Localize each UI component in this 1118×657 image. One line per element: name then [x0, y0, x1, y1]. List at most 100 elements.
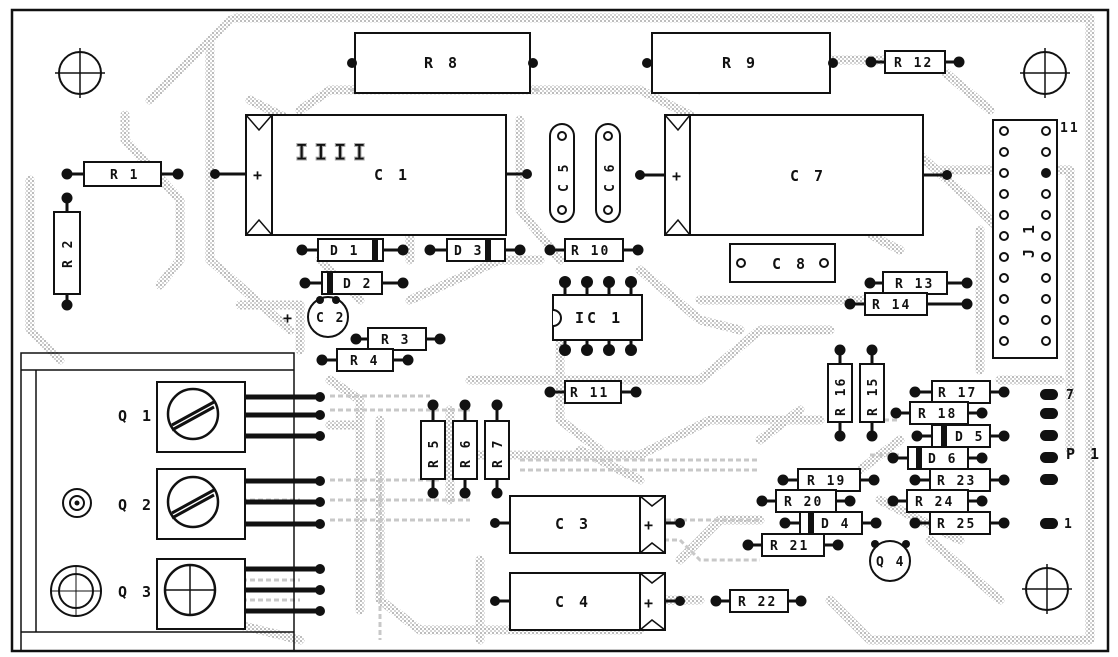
capacitor-c6: [595, 123, 621, 223]
label-c7-plus: +: [672, 167, 684, 185]
label-d2: D 2: [343, 277, 372, 292]
label-r13: R 13: [895, 277, 934, 292]
capacitor-c1: IIII: [210, 114, 532, 236]
label-r21: R 21: [770, 539, 809, 554]
transistor-q4: [869, 540, 911, 582]
transistor-q2: [156, 468, 325, 540]
resistor-r8: [347, 32, 538, 94]
connector-j1: [992, 119, 1058, 359]
label-r24: R 24: [915, 495, 954, 510]
label-q1: Q 1: [118, 407, 154, 425]
svg-text:IIII: IIII: [295, 141, 372, 166]
resistor-r13: [864, 271, 973, 295]
resistor-r5: [420, 399, 446, 499]
label-r5: R 5: [427, 439, 442, 468]
label-d6: D 6: [928, 452, 957, 467]
label-c1: C 1: [374, 166, 410, 184]
capacitor-c4: [490, 572, 685, 631]
resistor-r10: [544, 238, 644, 262]
label-c3-plus: +: [644, 516, 656, 534]
label-r17: R 17: [938, 386, 977, 401]
label-r15: R 15: [866, 377, 881, 416]
label-p1: P 1: [1066, 445, 1102, 463]
label-r16: R 16: [834, 377, 849, 416]
resistor-r6: [452, 399, 478, 499]
label-r11: R 11: [570, 386, 609, 401]
label-r10: R 10: [571, 244, 610, 259]
mounting-hole-br: [1022, 564, 1072, 614]
label-d5: D 5: [955, 430, 984, 445]
label-pin-11: 11: [1060, 121, 1080, 136]
ic-1: [552, 276, 643, 356]
label-r2: R 2: [61, 239, 76, 268]
label-d4: D 4: [821, 517, 850, 532]
mounting-hole-tl: [55, 48, 105, 98]
label-r4: R 4: [350, 354, 379, 369]
resistor-r12: [865, 50, 965, 74]
label-pin-1: 1: [1064, 517, 1074, 532]
label-r9: R 9: [722, 54, 758, 72]
resistor-r18: [890, 401, 988, 425]
resistor-r15: [859, 344, 885, 442]
label-q2: Q 2: [118, 496, 154, 514]
label-r3: R 3: [381, 333, 410, 348]
diode-d4: [779, 511, 882, 535]
label-c8: C 8: [772, 255, 808, 273]
label-c5: C 5: [557, 163, 572, 192]
label-r6: R 6: [459, 439, 474, 468]
label-r1: R 1: [110, 168, 139, 183]
resistor-r16: [827, 344, 853, 442]
heatsink-mounting-hole-large: [50, 565, 102, 617]
resistor-r22: [710, 589, 807, 613]
label-r12: R 12: [894, 56, 933, 71]
label-d1: D 1: [330, 244, 359, 259]
label-r8: R 8: [424, 54, 460, 72]
label-c4-plus: +: [644, 594, 656, 612]
label-c2-plus: +: [283, 309, 295, 327]
label-c7: C 7: [790, 167, 826, 185]
resistor-r3: [350, 327, 446, 351]
diode-d5: [911, 424, 1010, 448]
resistor-r25: [909, 511, 1010, 535]
label-r19: R 19: [807, 474, 846, 489]
capacitor-c5: [549, 123, 575, 223]
label-r25: R 25: [937, 517, 976, 532]
label-c6: C 6: [603, 163, 618, 192]
capacitor-c3: [490, 495, 685, 554]
resistor-r2: [53, 192, 81, 311]
diode-d3: [424, 238, 526, 262]
resistor-r17: [909, 380, 1010, 404]
label-r23: R 23: [937, 474, 976, 489]
label-d3: D 3: [454, 244, 483, 259]
label-r18: R 18: [918, 407, 957, 422]
resistor-r14: [844, 292, 973, 316]
resistor-r21: [742, 533, 844, 557]
label-c2: C 2: [316, 311, 345, 326]
resistor-r11: [544, 380, 642, 404]
transistor-q1: [156, 381, 325, 453]
diode-d2: [299, 271, 409, 295]
resistor-r7: [484, 399, 510, 499]
capacitor-c8: [729, 243, 836, 283]
label-c1-plus: +: [253, 166, 265, 184]
label-q3: Q 3: [118, 583, 154, 601]
resistor-r9: [642, 32, 838, 94]
label-ic1: IC 1: [575, 309, 623, 327]
resistor-r20: [756, 489, 856, 513]
label-c4: C 4: [555, 593, 591, 611]
label-r20: R 20: [784, 495, 823, 510]
label-q4: Q 4: [876, 555, 905, 570]
capacitor-c7: [635, 114, 952, 236]
label-r7: R 7: [491, 439, 506, 468]
connector-p1-pins: [1040, 389, 1058, 529]
capacitor-c2: [307, 296, 349, 338]
label-r22: R 22: [738, 595, 777, 610]
label-j1: J 1: [1020, 222, 1038, 258]
mounting-hole-tr: [1020, 48, 1070, 98]
diode-d1: [296, 238, 409, 262]
label-r14: R 14: [872, 298, 911, 313]
resistor-r4: [316, 348, 414, 372]
label-c3: C 3: [555, 515, 591, 533]
resistor-r23: [909, 468, 1010, 492]
